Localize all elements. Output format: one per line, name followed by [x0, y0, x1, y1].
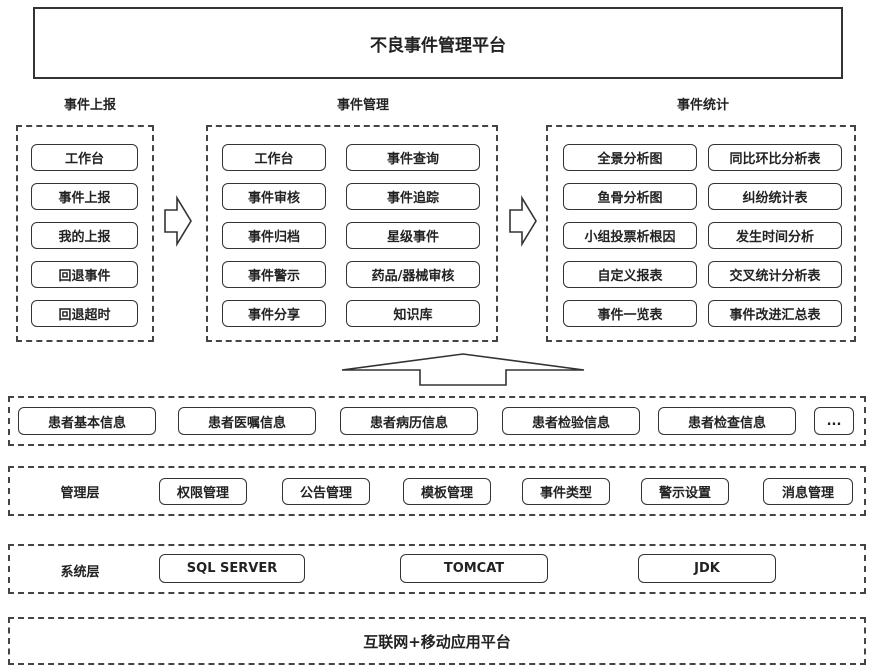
- my-reports-button[interactable]: 我的上报: [31, 222, 138, 249]
- yoy-mom-analysis-button[interactable]: 同比环比分析表: [708, 144, 842, 171]
- report-group: [16, 125, 154, 342]
- event-type-button[interactable]: 事件类型: [522, 478, 610, 505]
- permission-management-button[interactable]: 权限管理: [159, 478, 247, 505]
- patient-lab-results-button[interactable]: 患者检验信息: [502, 407, 640, 435]
- management-layer-label: 管理层: [60, 486, 100, 501]
- message-management-button[interactable]: 消息管理: [763, 478, 853, 505]
- jdk-button[interactable]: JDK: [638, 554, 776, 583]
- manage-column-title: 事件管理: [336, 98, 389, 113]
- report-event-button[interactable]: 事件上报: [31, 183, 138, 210]
- arrow-up-icon: [341, 353, 585, 386]
- panorama-analysis-button[interactable]: 全景分析图: [563, 144, 697, 171]
- improvement-summary-button[interactable]: 事件改进汇总表: [708, 300, 842, 327]
- platform-base: 互联网+移动应用平台: [8, 617, 866, 665]
- manage-group: [206, 125, 498, 342]
- template-management-button[interactable]: 模板管理: [403, 478, 491, 505]
- event-warning-button[interactable]: 事件警示: [222, 261, 326, 288]
- system-layer-group: [8, 544, 866, 594]
- event-tracking-button[interactable]: 事件追踪: [346, 183, 480, 210]
- patient-exam-info-button[interactable]: 患者检查信息: [658, 407, 796, 435]
- cross-stats-analysis-button[interactable]: 交叉统计分析表: [708, 261, 842, 288]
- event-share-button[interactable]: 事件分享: [222, 300, 326, 327]
- warning-settings-button[interactable]: 警示设置: [641, 478, 729, 505]
- patient-records-button[interactable]: 患者病历信息: [340, 407, 478, 435]
- starred-events-button[interactable]: 星级事件: [346, 222, 480, 249]
- platform-title: 不良事件管理平台: [33, 7, 843, 79]
- return-timeout-button[interactable]: 回退超时: [31, 300, 138, 327]
- event-overview-button[interactable]: 事件一览表: [563, 300, 697, 327]
- stats-group: [546, 125, 856, 342]
- arrow-right-icon: [164, 195, 192, 247]
- more-button[interactable]: ...: [814, 407, 854, 435]
- returned-events-button[interactable]: 回退事件: [31, 261, 138, 288]
- dispute-stats-button[interactable]: 纠纷统计表: [708, 183, 842, 210]
- notice-management-button[interactable]: 公告管理: [282, 478, 370, 505]
- patient-orders-button[interactable]: 患者医嘱信息: [178, 407, 316, 435]
- sql-server-button[interactable]: SQL SERVER: [159, 554, 305, 583]
- tomcat-button[interactable]: TOMCAT: [400, 554, 548, 583]
- patient-basic-info-button[interactable]: 患者基本信息: [18, 407, 156, 435]
- group-vote-root-cause-button[interactable]: 小组投票析根因: [563, 222, 697, 249]
- drug-device-review-button[interactable]: 药品/器械审核: [346, 261, 480, 288]
- system-layer-label: 系统层: [60, 565, 100, 580]
- report-workbench-button[interactable]: 工作台: [31, 144, 138, 171]
- manage-workbench-button[interactable]: 工作台: [222, 144, 326, 171]
- custom-report-button[interactable]: 自定义报表: [563, 261, 697, 288]
- event-archive-button[interactable]: 事件归档: [222, 222, 326, 249]
- event-review-button[interactable]: 事件审核: [222, 183, 326, 210]
- occurrence-time-analysis-button[interactable]: 发生时间分析: [708, 222, 842, 249]
- stats-column-title: 事件统计: [676, 98, 729, 113]
- arrow-right-icon: [509, 195, 537, 247]
- management-layer-group: [8, 466, 866, 516]
- fishbone-analysis-button[interactable]: 鱼骨分析图: [563, 183, 697, 210]
- event-query-button[interactable]: 事件查询: [346, 144, 480, 171]
- report-column-title: 事件上报: [63, 98, 116, 113]
- knowledge-base-button[interactable]: 知识库: [346, 300, 480, 327]
- patient-info-group: [8, 396, 866, 446]
